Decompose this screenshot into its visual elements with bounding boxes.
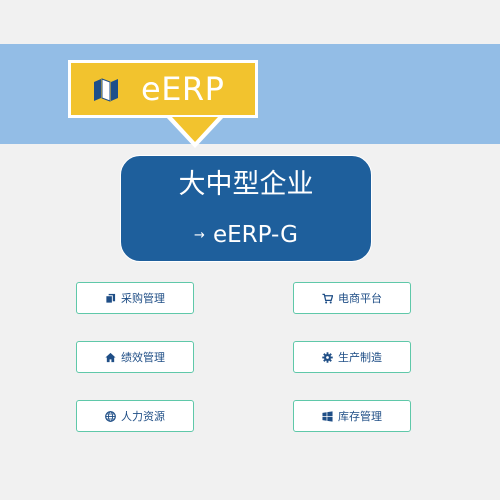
module-button-purchase[interactable]: 采购管理: [76, 282, 194, 314]
module-label: 生产制造: [338, 351, 382, 364]
panel-link-label: eERP-G: [212, 222, 298, 248]
enterprise-panel[interactable]: 大中型企业 → eERP-G: [120, 155, 372, 262]
module-label: 库存管理: [338, 410, 382, 423]
brand-title: eERP: [141, 70, 225, 108]
module-button-ecommerce[interactable]: 电商平台: [293, 282, 411, 314]
module-label: 绩效管理: [121, 351, 165, 364]
arrow-right-icon: →: [194, 227, 205, 243]
module-label: 人力资源: [121, 410, 165, 423]
module-button-inventory[interactable]: 库存管理: [293, 400, 411, 432]
module-label: 采购管理: [121, 292, 165, 305]
map-icon: [94, 78, 118, 102]
home-icon: [105, 352, 116, 362]
gear-icon: [322, 351, 333, 363]
module-button-performance[interactable]: 绩效管理: [76, 341, 194, 373]
windows-icon: [322, 410, 333, 422]
panel-link[interactable]: → eERP-G: [121, 222, 371, 248]
module-label: 电商平台: [338, 292, 382, 305]
module-button-manufacturing[interactable]: 生产制造: [293, 341, 411, 373]
module-button-hr[interactable]: 人力资源: [76, 400, 194, 432]
cart-icon: [322, 293, 333, 303]
tag-pointer: [166, 117, 224, 148]
globe-icon: [105, 410, 116, 422]
panel-title: 大中型企业: [178, 169, 314, 200]
copy-icon: [105, 293, 116, 304]
brand-tag[interactable]: eERP: [68, 60, 258, 118]
